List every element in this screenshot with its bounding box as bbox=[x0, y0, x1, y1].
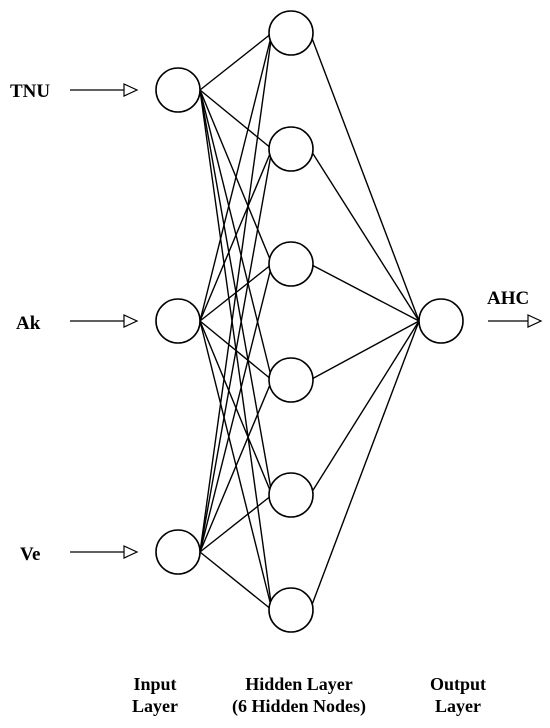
edge-hidden2-output bbox=[309, 148, 420, 322]
input-arrow-ak bbox=[70, 314, 139, 328]
io-arrows bbox=[70, 83, 543, 559]
edge-input3-hidden5 bbox=[199, 494, 273, 553]
edge-input2-hidden2 bbox=[199, 148, 273, 322]
input-node-2 bbox=[155, 298, 201, 344]
edge-hidden3-output bbox=[309, 263, 420, 322]
hidden-node-1 bbox=[268, 10, 314, 56]
edge-hidden5-output bbox=[309, 320, 420, 496]
input-layer-caption-line2: Layer bbox=[132, 696, 178, 716]
hidden-node-6 bbox=[268, 587, 314, 633]
input-arrow-ve bbox=[70, 545, 139, 559]
input-label-ve: Ve bbox=[20, 544, 40, 565]
input-node-1 bbox=[155, 67, 201, 113]
edge-hidden4-output bbox=[309, 320, 420, 381]
hidden-layer-caption-line2: (6 Hidden Nodes) bbox=[232, 696, 366, 717]
hidden-node-4 bbox=[268, 357, 314, 403]
output-node bbox=[418, 298, 464, 344]
edge-hidden6-output bbox=[309, 320, 420, 611]
edge-input3-hidden6 bbox=[199, 551, 273, 611]
hidden-node-3 bbox=[268, 241, 314, 287]
output-layer-caption-line2: Layer bbox=[435, 696, 481, 716]
edge-input2-hidden1 bbox=[199, 32, 273, 322]
nodes bbox=[155, 10, 464, 633]
input-label-tnu: TNU bbox=[10, 81, 50, 102]
input-arrow-tnu bbox=[70, 83, 139, 97]
edge-input1-hidden1 bbox=[199, 32, 273, 91]
edge-input3-hidden1 bbox=[199, 32, 273, 553]
output-arrow-ahc bbox=[488, 314, 543, 328]
hidden-node-5 bbox=[268, 472, 314, 518]
input-node-3 bbox=[155, 529, 201, 575]
output-layer-caption-line1: Output bbox=[430, 674, 486, 694]
edge-input3-hidden2 bbox=[199, 148, 273, 553]
connections bbox=[199, 32, 420, 611]
output-label-ahc: AHC bbox=[487, 288, 529, 309]
hidden-layer-caption-line1: Hidden Layer bbox=[245, 674, 353, 694]
edge-input3-hidden4 bbox=[199, 379, 273, 553]
input-layer-caption-line1: Input bbox=[133, 674, 176, 694]
edge-input3-hidden3 bbox=[199, 263, 273, 553]
input-label-ak: Ak bbox=[16, 313, 41, 334]
edge-hidden1-output bbox=[309, 32, 420, 322]
hidden-node-2 bbox=[268, 126, 314, 172]
edge-input1-hidden2 bbox=[199, 89, 273, 150]
